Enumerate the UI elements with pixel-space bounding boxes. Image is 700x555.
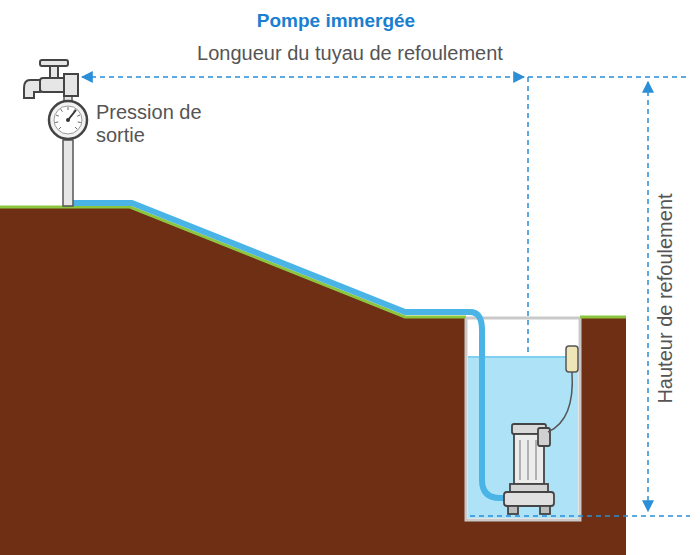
diagram-title: Pompe immergée (257, 10, 415, 32)
gauge-tick (56, 115, 59, 116)
gauge-tick (68, 107, 69, 110)
gauge-tick (75, 127, 77, 129)
length-drop (527, 77, 529, 356)
ground (0, 208, 626, 555)
gauge-label: Pression de sortie (96, 101, 246, 147)
gauge-face (54, 106, 82, 134)
dimension-label: Hauteur de refoulement (653, 193, 676, 403)
height-base (470, 515, 690, 517)
gauge-tick (59, 127, 61, 129)
tap-stem (50, 66, 58, 78)
discharge-pipe (68, 203, 512, 498)
gauge-tick (61, 109, 63, 111)
gauge-hub (66, 118, 70, 122)
gauge-tick (74, 109, 76, 111)
grass (0, 207, 466, 317)
float-switch (566, 346, 578, 372)
gauge-tick (78, 121, 81, 123)
pressure-gauge (49, 101, 87, 139)
submersible-pump (504, 424, 554, 514)
riser-pipe (63, 140, 73, 206)
tap-spout (24, 80, 40, 98)
height-dimension (647, 82, 649, 511)
gauge-ticks (55, 107, 81, 129)
gauge-tick (55, 121, 58, 123)
gauge-tick (77, 115, 80, 116)
tap-handle (40, 60, 68, 66)
length-dimension (82, 76, 524, 78)
tap-collar (64, 74, 78, 96)
float-cable (548, 372, 572, 432)
length-extension (528, 76, 690, 78)
dimension-label: Longueur du tuyau de refoulement (197, 42, 503, 65)
grass-right (580, 316, 626, 319)
